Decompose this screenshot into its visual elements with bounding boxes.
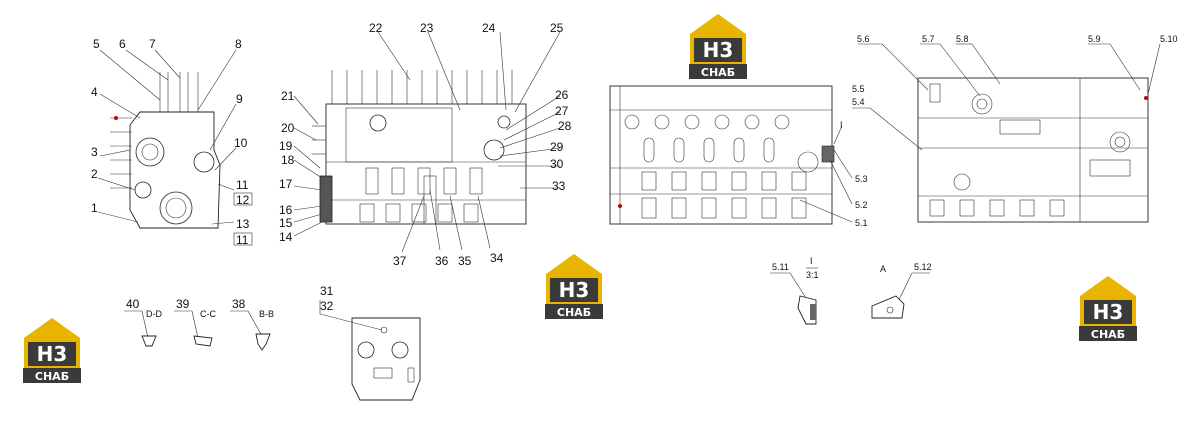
block-view-left-drawing [609,85,835,225]
section-b-b: B-B [259,309,274,319]
label-5-7: 5.7 [922,34,935,44]
label-2: 2 [91,167,98,181]
label-6: 6 [119,37,126,51]
logo-right: H3 CHAБ [1079,276,1137,341]
label-40: 40 [126,297,140,311]
label-27: 27 [555,104,569,118]
side-view-drawing [312,70,527,225]
detail-i: 5.11 I 3:1 [770,256,819,325]
label-4: 4 [91,85,98,99]
label-14: 14 [279,230,293,244]
logo-text: CHAБ [35,370,69,383]
label-3: 3 [91,145,98,159]
logo-mark: H3 [37,342,68,366]
label-20: 20 [281,121,295,135]
label-24: 24 [482,21,496,35]
label-9: 9 [236,92,243,106]
detail-a-mark: A [880,264,886,274]
label-5-3: 5.3 [855,174,868,184]
label-15: 15 [279,216,293,230]
label-12: 12 [236,193,250,207]
section-d-d: D-D [146,309,162,319]
label-37: 37 [393,254,407,268]
block-view-right-drawing [917,77,1149,223]
label-8: 8 [235,37,242,51]
label-5-5: 5.5 [852,84,865,94]
front-view-leaders [97,49,237,225]
label-16: 16 [279,203,293,217]
label-5-4: 5.4 [852,97,865,107]
label-5-1: 5.1 [855,218,868,228]
block-view-right-leaders [852,43,1161,151]
label-17: 17 [279,177,293,191]
label-22: 22 [369,21,383,35]
label-5: 5 [93,37,100,51]
label-19: 19 [279,139,293,153]
logo-center: H3 CHAБ [545,254,603,319]
logo-text: CHAБ [557,306,591,319]
label-5-2: 5.2 [855,200,868,210]
section-c-c: C-C [200,309,216,319]
block-view-right-labels: 5.6 5.5 5.4 5.7 5.8 5.9 5.10 [852,34,1178,107]
label-39: 39 [176,297,190,311]
label-32: 32 [320,299,334,313]
label-35: 35 [458,254,472,268]
detail-a: A 5.12 [871,262,932,319]
front-view-labels: 1 2 3 4 5 6 7 8 9 10 11 12 13 11 [91,37,253,247]
logo-text: CHAБ [701,66,735,79]
label-25: 25 [550,21,564,35]
section-details: 40 D-D 39 C-C 38 B-B [124,297,274,351]
label-5-10: 5.10 [1160,34,1178,44]
label-30: 30 [550,157,564,171]
label-5-11: 5.11 [772,262,789,272]
logo-text: CHAБ [1091,328,1125,341]
detail-i-mark: I [810,256,813,266]
label-1: 1 [91,201,98,215]
label-33: 33 [552,179,566,193]
label-29: 29 [550,140,564,154]
side-view-labels: 14 15 16 17 18 19 20 21 22 23 24 25 26 2… [279,21,572,268]
label-23: 23 [420,21,434,35]
label-5-6: 5.6 [857,34,870,44]
detail-mark-i: I [840,120,843,130]
side-view-leaders [293,31,561,253]
label-5-8: 5.8 [956,34,969,44]
label-34: 34 [490,251,504,265]
logo-mark: H3 [703,38,734,62]
label-21: 21 [281,89,295,103]
block-view-left-labels: 5.1 5.2 5.3 I [840,120,868,228]
label-10: 10 [234,136,248,150]
label-11: 11 [236,178,249,192]
label-28: 28 [558,119,572,133]
label-5-9: 5.9 [1088,34,1101,44]
block-view-left-leaders [799,125,853,223]
logo-mark: H3 [559,278,590,302]
label-5-12: 5.12 [914,262,932,272]
label-13: 13 [236,217,250,231]
label-18: 18 [281,153,295,167]
front-view-drawing [110,72,221,229]
label-26: 26 [555,88,569,102]
label-11b: 11 [236,233,249,247]
logo-mark: H3 [1093,300,1124,324]
detail-i-scale: 3:1 [806,270,819,280]
logo-bottom-left: H3 CHAБ [23,318,81,383]
label-38: 38 [232,297,246,311]
logo-top-center: H3 CHAБ [689,14,747,79]
label-36: 36 [435,254,449,268]
plate-detail: 31 32 [319,284,421,401]
label-31: 31 [320,284,334,298]
label-7: 7 [149,37,156,51]
